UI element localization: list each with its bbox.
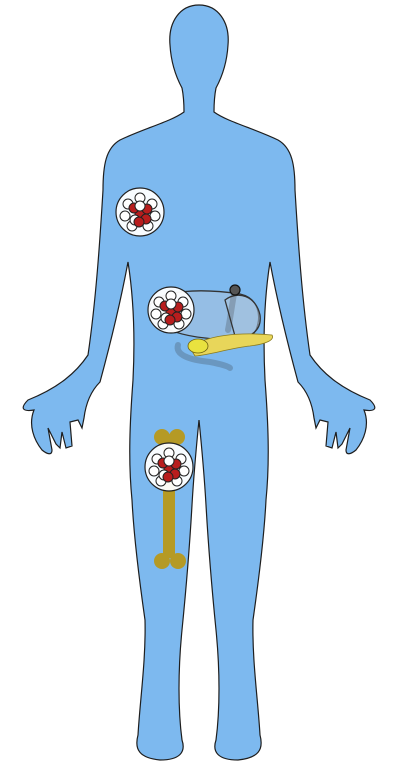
white-cell xyxy=(179,466,189,476)
white-cell xyxy=(149,466,159,476)
white-cell xyxy=(166,299,176,309)
white-cell xyxy=(151,309,161,319)
white-cell xyxy=(164,456,174,466)
red-cell xyxy=(165,315,175,325)
cell-cluster-icon xyxy=(148,287,194,333)
cell-cluster-icon xyxy=(116,188,164,236)
white-cell xyxy=(181,309,191,319)
white-cell xyxy=(120,211,130,221)
human-body-silhouette-icon xyxy=(23,5,375,760)
cell-cluster-icon xyxy=(145,443,193,491)
red-cell xyxy=(163,472,173,482)
white-cell xyxy=(135,201,145,211)
white-cell xyxy=(150,211,160,221)
red-cell xyxy=(134,217,144,227)
